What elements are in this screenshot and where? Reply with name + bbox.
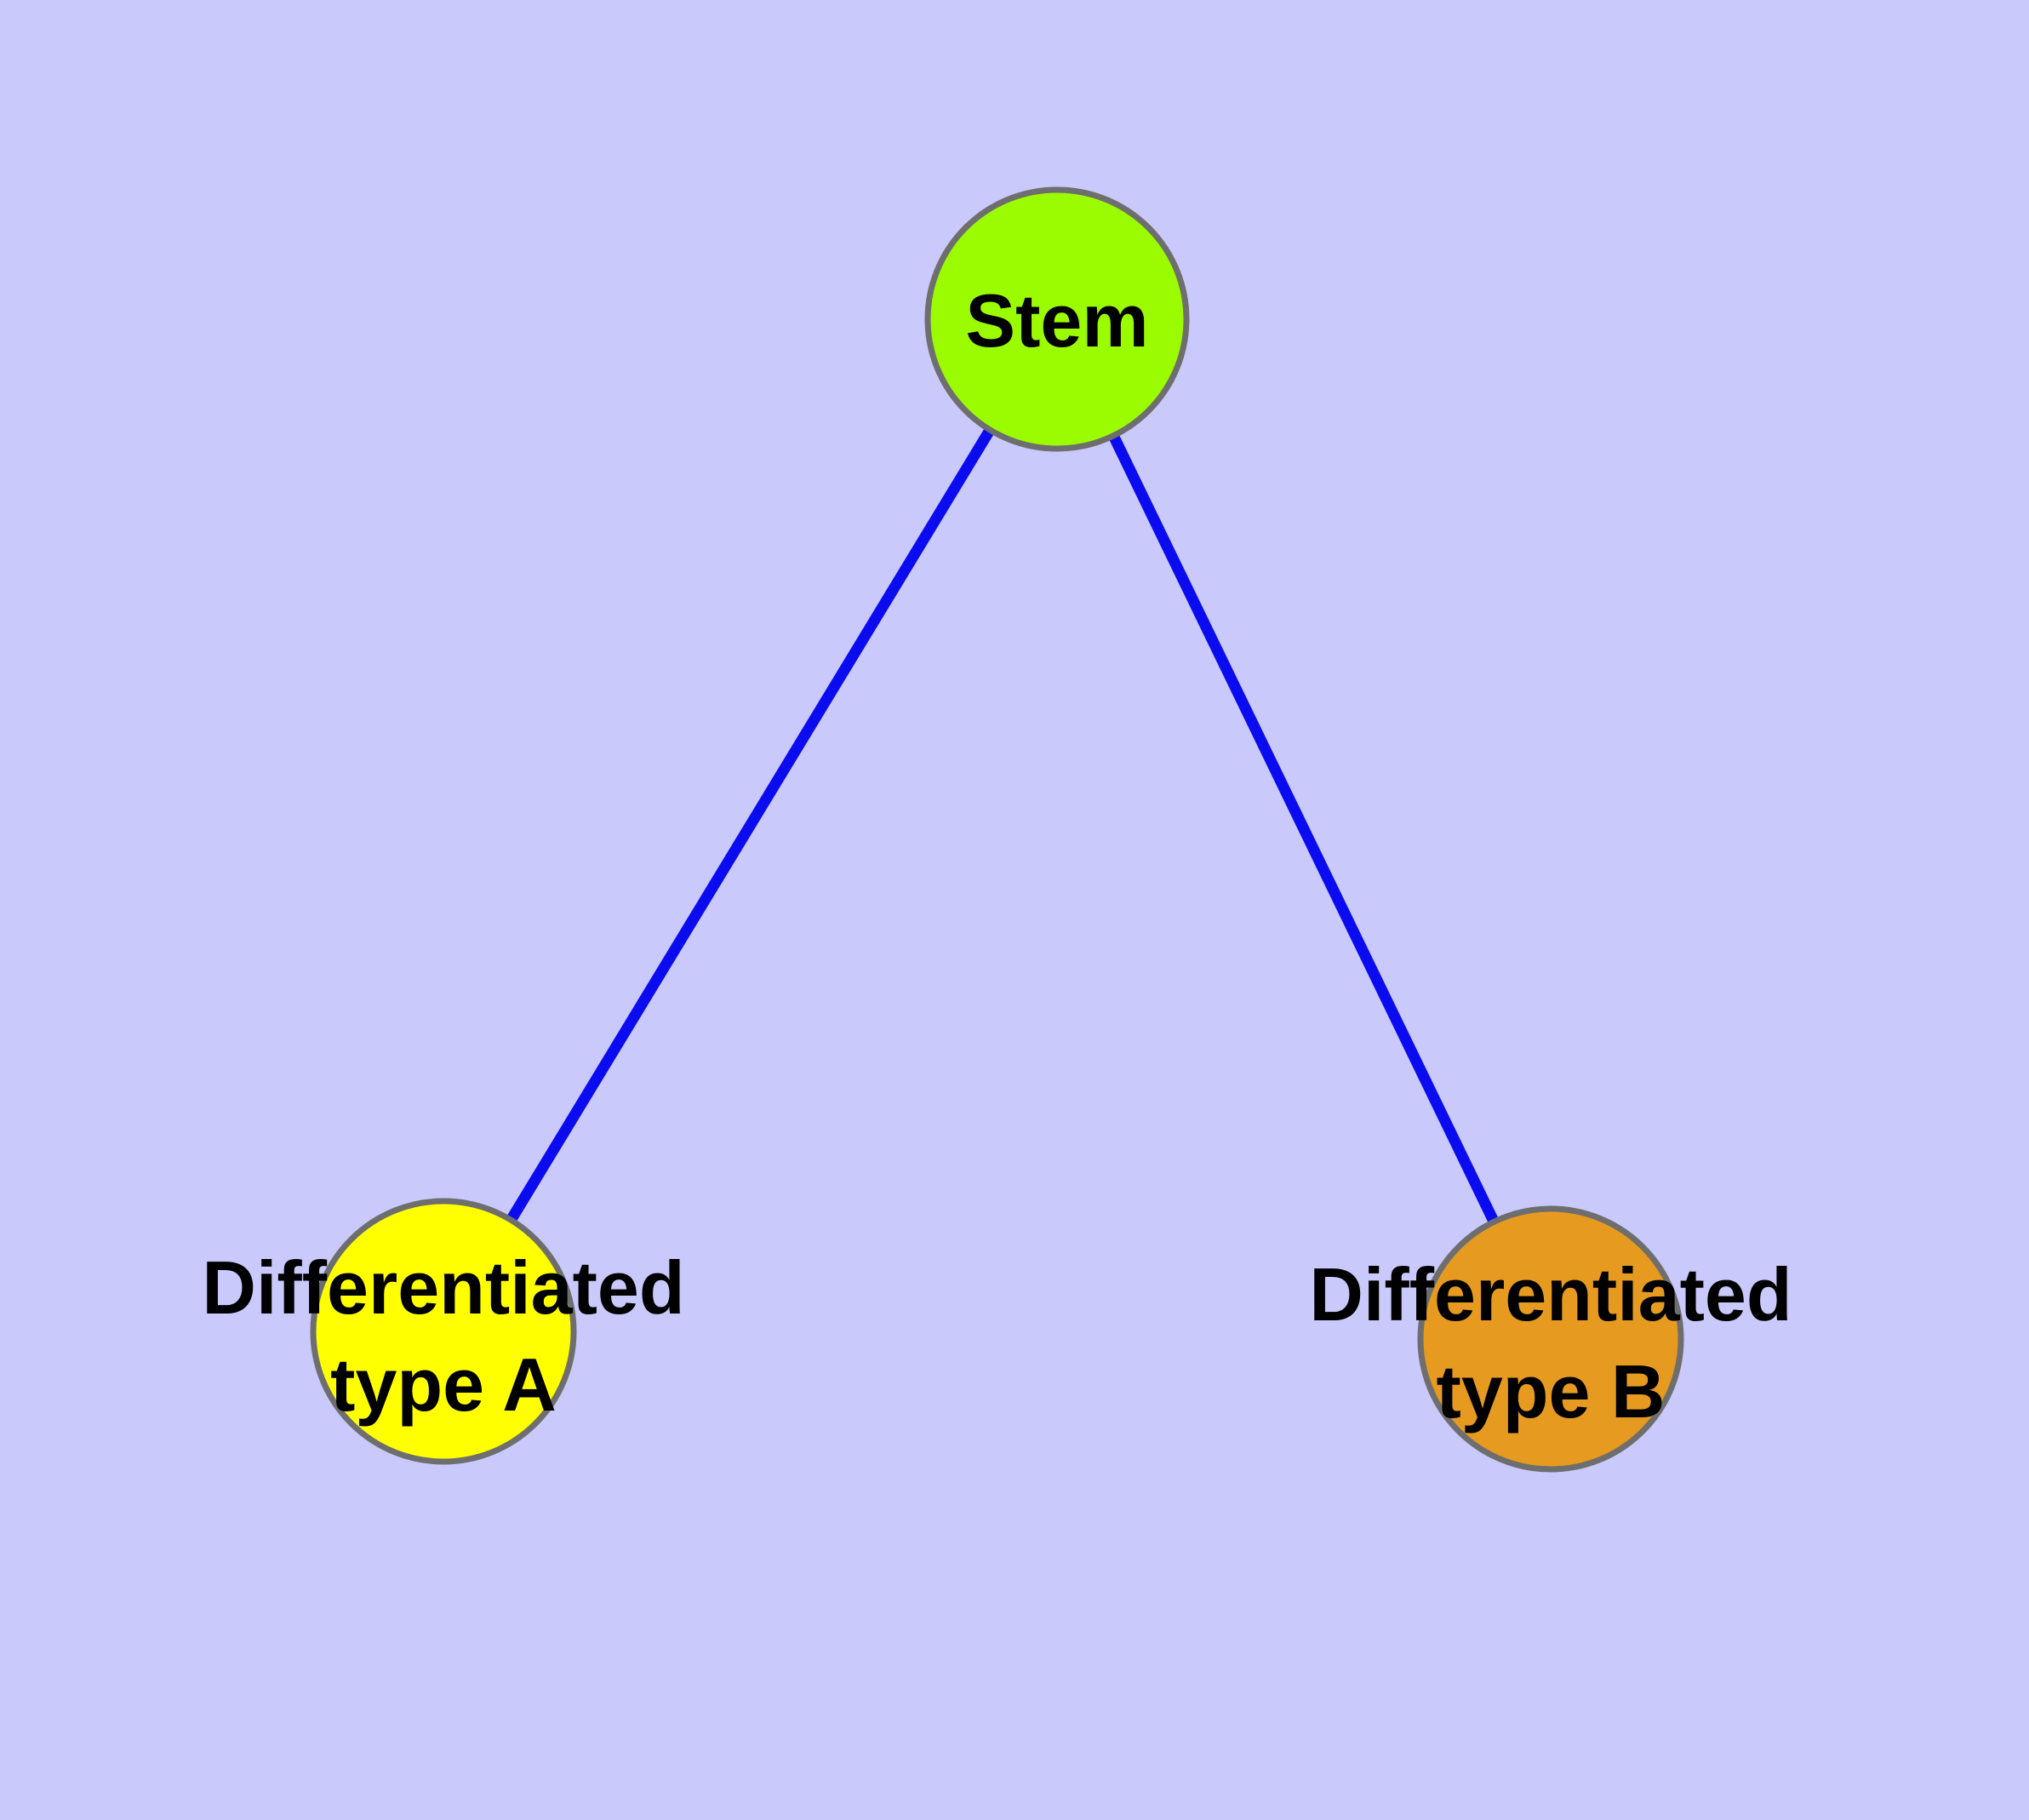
type-b-node-label-line2: type B <box>1437 1349 1666 1434</box>
type-a-node-circle <box>310 1198 577 1465</box>
edge-stem-to-type-a <box>438 316 1062 1335</box>
type-b-node-label-line1: Differentiated <box>1309 1252 1792 1336</box>
edge-stem-to-type-b <box>1052 317 1556 1342</box>
stem-node-circle <box>924 186 1190 452</box>
type-a-node-label-line1: Differentiated <box>202 1245 684 1330</box>
type-a-node-label-line2: type A <box>330 1342 557 1427</box>
stem-node-label: Stem <box>965 278 1148 363</box>
type-b-node-circle <box>1417 1205 1684 1473</box>
